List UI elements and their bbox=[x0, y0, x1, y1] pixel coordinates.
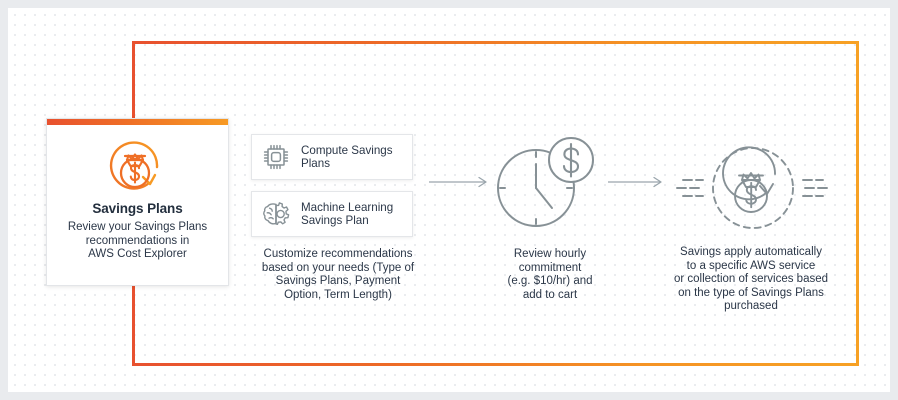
caption-line: Savings Plans, Payment bbox=[275, 275, 401, 288]
step3-caption: Review hourly commitment (e.g. $10/hr) a… bbox=[484, 248, 616, 302]
diagram-canvas: Savings Plans Review your Savings Plans … bbox=[8, 8, 890, 392]
option-label-line: Machine Learning bbox=[301, 200, 394, 214]
card-description-line: Review your Savings Plans bbox=[67, 221, 208, 233]
brain-gear-icon bbox=[263, 202, 290, 225]
card-title: Savings Plans bbox=[92, 201, 183, 216]
card-description: Review your Savings Plans recommendation… bbox=[47, 221, 228, 262]
option-label: Machine Learning Savings Plan bbox=[301, 201, 393, 227]
card-description-line: recommendations in bbox=[85, 234, 190, 247]
clock-dollar-icon bbox=[497, 137, 594, 227]
caption-line: (e.g. $10/hr) and bbox=[507, 275, 593, 288]
step4-caption: Savings apply automatically to a specifi… bbox=[653, 246, 849, 314]
caption-line: on the type of Savings Plans bbox=[678, 286, 824, 299]
savings-plan-options: Compute Savings Plans Machin bbox=[251, 134, 426, 248]
caption-line: Savings apply automatically bbox=[680, 246, 822, 258]
caption-line: or collection of services based bbox=[673, 273, 829, 286]
step2-caption: Customize recommendations based on your … bbox=[246, 248, 430, 302]
option-compute-savings-plans[interactable]: Compute Savings Plans bbox=[251, 134, 413, 180]
caption-line: add to cart bbox=[522, 288, 578, 301]
savings-plans-card: Savings Plans Review your Savings Plans … bbox=[46, 118, 229, 286]
option-label: Compute Savings Plans bbox=[301, 144, 393, 170]
caption-line: Customize recommendations bbox=[263, 248, 413, 260]
caption-line: Option, Term Length) bbox=[284, 288, 392, 301]
savings-money-bag-refresh-icon bbox=[109, 141, 158, 190]
caption-line: commitment bbox=[518, 261, 582, 274]
option-label-line: Plans bbox=[301, 157, 331, 170]
caption-line: to a specific AWS service bbox=[686, 259, 816, 272]
caption-line: Review hourly bbox=[513, 248, 587, 260]
option-label-line: Savings Plan bbox=[301, 214, 369, 227]
arrow-step3-to-step4 bbox=[608, 176, 662, 188]
option-machine-learning-savings-plan[interactable]: Machine Learning Savings Plan bbox=[251, 191, 413, 237]
option-label-line: Compute Savings bbox=[301, 143, 393, 157]
arrow-step2-to-step3 bbox=[429, 176, 487, 188]
caption-line: based on your needs (Type of bbox=[261, 261, 415, 274]
caption-line: purchased bbox=[724, 300, 778, 313]
cpu-chip-icon bbox=[263, 144, 289, 170]
savings-applied-dashed-icon bbox=[676, 146, 830, 229]
card-accent-bar bbox=[47, 119, 228, 125]
card-description-line: AWS Cost Explorer bbox=[88, 248, 187, 260]
